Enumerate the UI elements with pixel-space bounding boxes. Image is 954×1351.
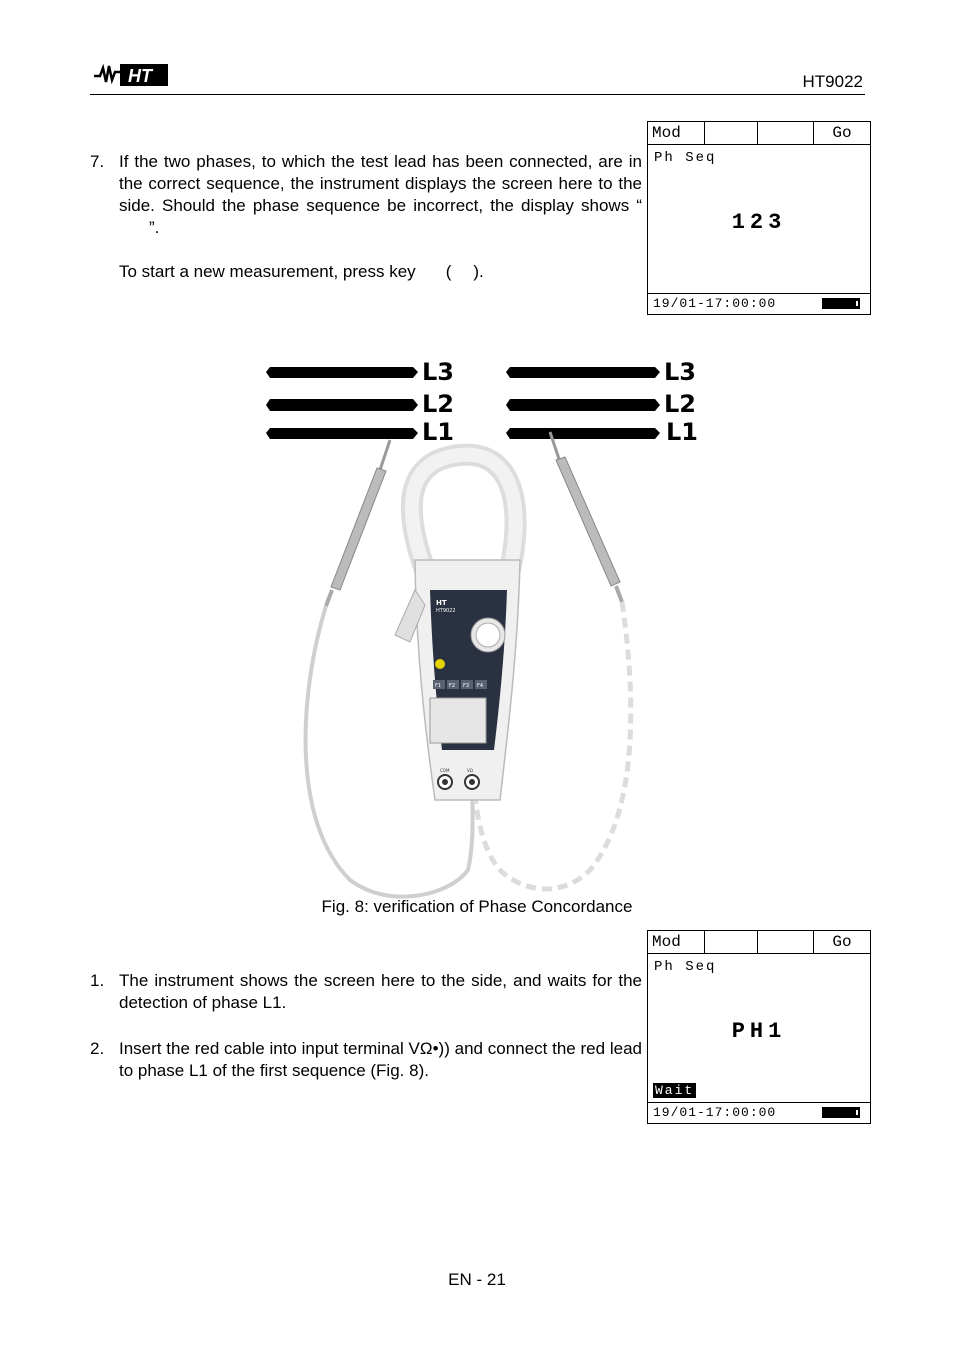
- step-number: 2.: [90, 1039, 105, 1058]
- right-test-probe: [471, 431, 634, 892]
- key-f2[interactable]: [447, 680, 459, 689]
- step-1: 1. The instrument shows the screen here …: [90, 970, 642, 1014]
- lcd-datetime: 19/01-17:00:00: [653, 1105, 777, 1120]
- logo-text: HT: [128, 66, 154, 86]
- paren-open: (: [445, 262, 452, 281]
- step-2-text: Insert the red cable into input terminal…: [119, 1039, 450, 1058]
- tab-mod[interactable]: Mod: [648, 931, 705, 953]
- left-label-l2: L2: [422, 390, 454, 418]
- key-f3[interactable]: [461, 680, 473, 689]
- lcd-title: Ph Seq: [654, 150, 717, 166]
- right-label-l3: L3: [664, 358, 696, 386]
- svg-text:F3: F3: [463, 683, 469, 689]
- lcd-value: PH1: [731, 1019, 787, 1044]
- left-test-probe: [303, 439, 475, 899]
- tab-empty-2[interactable]: [758, 122, 814, 144]
- right-phase-bars: L3 L2 L1: [506, 358, 698, 446]
- phase-concordance-figure: L3 L2 L1 L3 L2 L1 HT HT9022: [266, 358, 698, 899]
- svg-text:F4: F4: [477, 683, 483, 689]
- paren-close: ).: [473, 262, 484, 281]
- lcd-screen-result: Mod Go Ph Seq 123 19/01-17:00:00: [647, 121, 871, 315]
- svg-text:COM: COM: [440, 768, 450, 773]
- battery-icon: [822, 298, 860, 309]
- tab-empty-2[interactable]: [758, 931, 814, 953]
- left-bar-l2: [266, 399, 418, 411]
- battery-icon: [822, 1107, 860, 1118]
- step-number: 1.: [90, 971, 105, 990]
- step-7-continue: To start a new measurement, press key ().: [90, 261, 642, 283]
- clamp-meter: HT HT9022 F1 F2 F3 F4 COM VΩ: [394, 443, 527, 801]
- step-7: 7. If the two phases, to which the test …: [90, 151, 642, 239]
- right-label-l1: L1: [666, 418, 698, 446]
- header-rule: [90, 94, 865, 95]
- hold-button[interactable]: [435, 659, 445, 669]
- left-label-l3: L3: [422, 358, 454, 386]
- step-1-text: The instrument shows the screen here to …: [119, 971, 642, 1012]
- figure-caption: Fig. 8: verification of Phase Concordanc…: [321, 897, 633, 916]
- right-bar-l1: [506, 428, 660, 439]
- svg-text:VΩ: VΩ: [467, 768, 473, 773]
- ht-logo: HT: [92, 62, 172, 93]
- step-2: 2. Insert the red cable into input termi…: [90, 1038, 642, 1082]
- lcd-tabs: Mod Go: [648, 122, 870, 145]
- lcd-title: Ph Seq: [654, 959, 717, 975]
- tab-empty-1[interactable]: [705, 122, 758, 144]
- key-f1[interactable]: [433, 680, 445, 689]
- right-bar-l3: [506, 367, 660, 378]
- tab-empty-1[interactable]: [705, 931, 758, 953]
- step-number: 7.: [90, 152, 105, 171]
- svg-text:F1: F1: [435, 683, 441, 689]
- lcd-footer: 19/01-17:00:00: [648, 1102, 870, 1123]
- function-keys: F1 F2 F3 F4: [433, 680, 487, 689]
- left-bar-l1: [266, 428, 418, 439]
- lcd-tabs: Mod Go: [648, 931, 870, 954]
- key-f4[interactable]: [475, 680, 487, 689]
- tab-go[interactable]: Go: [832, 124, 852, 142]
- clamp-model: HT9022: [436, 608, 456, 614]
- left-label-l1: L1: [422, 418, 454, 446]
- clamp-display: [429, 697, 487, 744]
- new-measure-text: To start a new measurement, press key: [119, 262, 416, 281]
- model-name: HT9022: [802, 72, 863, 91]
- lcd-footer: 19/01-17:00:00: [648, 293, 870, 314]
- step-2-text-end: and connect the red lead to phase L1 of …: [119, 1039, 642, 1080]
- svg-text:F2: F2: [449, 683, 455, 689]
- step-7-text-end: ”.: [149, 218, 160, 237]
- tab-go[interactable]: Go: [832, 933, 852, 951]
- right-bar-l2: [506, 399, 660, 411]
- lcd-value: 123: [731, 210, 787, 235]
- page-number: EN - 21: [448, 1270, 506, 1289]
- step-7-text: If the two phases, to which the test lea…: [119, 152, 642, 215]
- lcd-datetime: 19/01-17:00:00: [653, 296, 777, 311]
- wait-status: Wait: [653, 1083, 697, 1098]
- clamp-brand: HT: [436, 599, 447, 607]
- lcd-screen-wait: Mod Go Ph Seq PH1 Wait 19/01-17:00:00: [647, 930, 871, 1124]
- left-phase-bars: L3 L2 L1: [266, 358, 454, 446]
- right-label-l2: L2: [664, 390, 696, 418]
- left-bar-l3: [266, 367, 418, 378]
- tab-mod[interactable]: Mod: [648, 122, 705, 144]
